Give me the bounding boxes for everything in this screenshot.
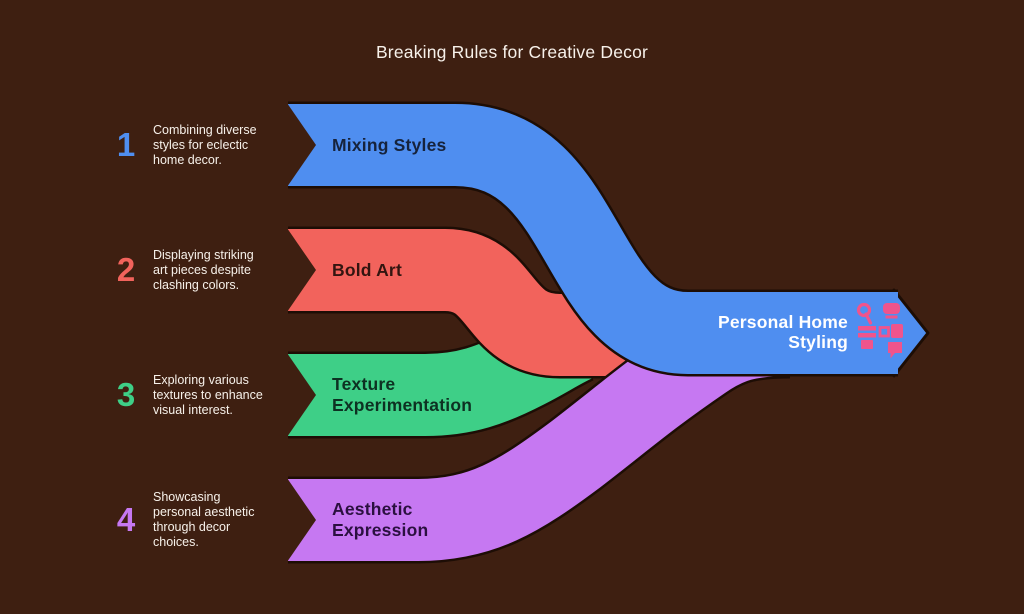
step-number-2: 2 [116,251,136,288]
notch-texture [287,353,316,437]
page-title: Breaking Rules for Creative Decor [375,42,649,62]
result-label: Personal Home Styling [717,312,848,352]
furniture-styling-icon [856,302,903,359]
step-label-aesthetic-expression: Aesthetic Expression [332,499,429,540]
step-number-4: 4 [116,501,136,538]
step-description-2: Displaying striking art pieces despite c… [153,248,254,292]
step-label-mixing-styles: Mixing Styles [332,135,447,155]
step-label-texture-experimentation: Texture Experimentation [332,374,473,415]
notch-bold-art [287,228,316,312]
step-description-1: Combining diverse styles for eclectic ho… [153,123,257,167]
step-label-bold-art: Bold Art [332,260,402,280]
step-number-1: 1 [116,126,136,163]
notch-aesthetic [287,478,316,562]
band-bold-art [288,229,685,376]
band-mixing-styles [288,104,898,374]
step-description-3: Exploring various textures to enhance vi… [153,373,263,417]
step-description-4: Showcasing personal aesthetic through de… [153,490,255,549]
notch-mixing [287,103,316,187]
step-number-3: 3 [116,376,136,413]
